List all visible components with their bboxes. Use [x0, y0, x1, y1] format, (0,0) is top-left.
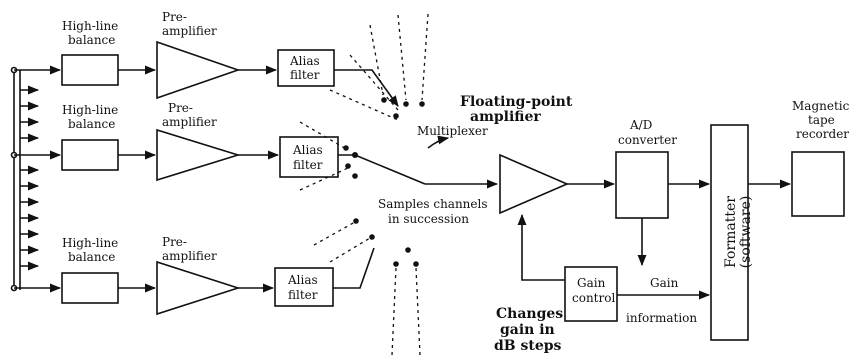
samples-note-line1: Samples channels: [378, 197, 488, 211]
formatter-box: [710, 124, 749, 341]
formatter: Formatter (software): [710, 124, 792, 341]
tape-recorder-box: [791, 151, 845, 217]
preamplifier-label-line1: Pre-: [162, 235, 187, 249]
preamplifier-label-line2: amplifier: [162, 115, 217, 129]
alias-filter-label-line1: Alias: [289, 54, 320, 68]
preamplifier-label-line1: Pre-: [168, 101, 193, 115]
multiplexer-wiper: [354, 154, 426, 185]
magnetic-tape-recorder: Magnetic tape recorder: [791, 99, 850, 217]
gain-control: Gain control Gain information Changes ga…: [494, 213, 711, 354]
gain-control-box: [564, 266, 618, 322]
gain-control-label-line2: control: [572, 291, 615, 305]
multiplexer: Multiplexer Samples channels in successi…: [299, 13, 499, 356]
preamplifier-label-line1: Pre-: [162, 10, 187, 24]
high-line-balance-label-line1: High-line: [62, 103, 118, 117]
preamplifier-triangle: [156, 260, 241, 316]
high-line-balance-label-line1: High-line: [62, 19, 118, 33]
preamplifier-triangle: [156, 128, 241, 182]
alias-filter-label-line1: Alias: [292, 143, 323, 157]
alias-filter-label-line2: filter: [290, 68, 320, 82]
channel-1: High-line balance Pre- amplifier Alias f…: [14, 10, 399, 107]
ad-converter-box: [615, 151, 669, 219]
high-line-balance-label-line2: balance: [68, 33, 115, 47]
channel-2: High-line balance Pre- amplifier Alias f…: [14, 101, 355, 182]
ad-converter: A/D converter: [615, 118, 711, 267]
input-tap-arrows: [20, 85, 40, 271]
changes-gain-note-line3: dB steps: [494, 338, 562, 354]
floating-point-amplifier: Floating-point amplifier: [460, 94, 616, 215]
floating-amp-label-line2: amplifier: [470, 109, 541, 125]
ad-converter-label-line1: A/D: [629, 118, 652, 132]
high-line-balance-box: [61, 272, 119, 304]
changes-gain-note-line2: gain in: [500, 322, 555, 338]
alias-filter-box: [279, 136, 339, 178]
samples-note-line2: in succession: [388, 212, 469, 226]
formatter-label-line1: Formatter: [723, 196, 739, 268]
high-line-balance-label-line2: balance: [68, 117, 115, 131]
high-line-balance-label-line2: balance: [68, 250, 115, 264]
high-line-balance-label-line1: High-line: [62, 236, 118, 250]
channel-3: High-line balance Pre- amplifier Alias f…: [14, 235, 375, 316]
changes-gain-note-line1: Changes: [496, 306, 563, 322]
gain-feedback-line: [517, 213, 565, 281]
multiplexer-label: Multiplexer: [417, 124, 488, 138]
multiplexer-contacts: [299, 13, 429, 356]
ad-converter-label-line2: converter: [618, 133, 677, 147]
preamplifier-triangle: [156, 40, 241, 100]
alias-filter-box: [277, 49, 335, 87]
floating-amp-label-line1: Floating-point: [460, 94, 573, 110]
floating-amp-triangle: [499, 153, 570, 215]
formatter-label-line2: (software): [738, 196, 754, 269]
alias-filter-box: [274, 267, 334, 307]
input-bus: [10, 66, 40, 292]
preamplifier-label-line2: amplifier: [162, 24, 217, 38]
preamplifier-label-line2: amplifier: [162, 249, 217, 263]
tape-recorder-label-line2: tape: [808, 113, 835, 127]
tape-recorder-label-line1: Magnetic: [792, 99, 850, 113]
high-line-balance-box: [61, 54, 119, 86]
alias-filter-label-line1: Alias: [287, 273, 318, 287]
alias-filter-label-line2: filter: [293, 158, 323, 172]
tape-recorder-label-line3: recorder: [796, 127, 849, 141]
alias-filter-label-line2: filter: [288, 288, 318, 302]
gain-information-label-line2: information: [626, 311, 697, 325]
high-line-balance-box: [61, 139, 119, 171]
gain-information-label-line1: Gain: [650, 276, 679, 290]
gain-control-label-line1: Gain: [577, 276, 606, 290]
